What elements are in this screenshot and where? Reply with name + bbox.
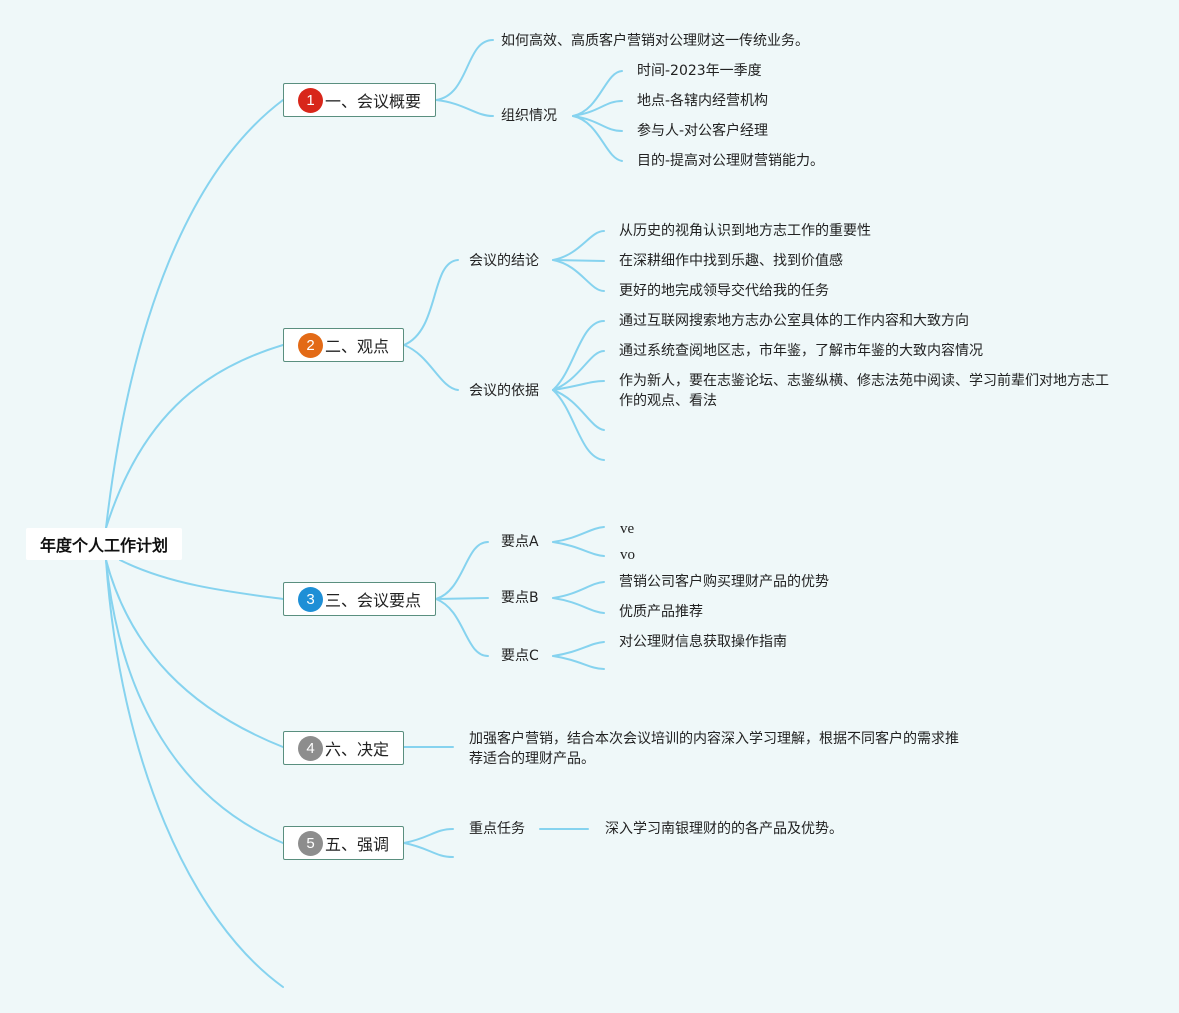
leaf-item[interactable]: 从历史的视角认识到地方志工作的重要性 [619, 223, 871, 239]
link-b2-c2 [403, 344, 459, 391]
subtopic-item[interactable]: 重点任务 [469, 821, 525, 837]
leaf-item[interactable]: 优质产品推荐 [619, 604, 703, 620]
subtopic-item[interactable]: 要点C [501, 648, 539, 664]
branch-label: 二、观点 [325, 337, 390, 356]
link-org-2 [572, 100, 623, 117]
number-badge-icon: 3 [298, 586, 323, 612]
branch-topic-1[interactable]: 1 一、会议概要 [283, 83, 436, 117]
link-concl-3 [552, 259, 605, 292]
link-root-b2 [105, 344, 284, 529]
subtopic-item[interactable]: 要点B [501, 590, 539, 606]
subtopic-item[interactable]: 会议的结论 [469, 253, 539, 269]
leaf-item[interactable]: ve [620, 521, 635, 537]
leaf-item[interactable]: vo [620, 547, 635, 563]
number-badge-icon: 2 [298, 332, 323, 358]
link-b5-c2 [403, 842, 454, 858]
leaf-item[interactable]: 作为新人，要在志鉴论坛、志鉴纵横、修志法苑中阅读、学习前辈们对地方志工作的观点、… [619, 373, 1109, 409]
link-a-1 [552, 526, 605, 543]
leaf-item[interactable]: 深入学习南银理财的的各产品及优势。 [605, 821, 843, 837]
leaf-item[interactable]: 对公理财信息获取操作指南 [619, 634, 787, 650]
root-title: 年度个人工作计划 [39, 536, 168, 555]
branch-label: 六、决定 [325, 740, 390, 759]
link-c-2 [552, 655, 605, 670]
link-basis-4 [552, 389, 605, 431]
leaf-item[interactable]: 地点-各辖内经营机构 [637, 93, 769, 109]
branch-label: 一、会议概要 [325, 92, 422, 111]
subtopic-item[interactable]: 会议的依据 [469, 383, 539, 399]
link-basis-5 [552, 389, 605, 461]
subtopic-item[interactable]: 要点A [501, 534, 539, 550]
number-badge-icon: 1 [298, 87, 323, 113]
link-basis-1 [552, 320, 605, 391]
branch-topic-2[interactable]: 2 二、观点 [283, 328, 404, 362]
leaf-item[interactable]: 时间-2023年一季度 [637, 63, 762, 79]
link-org-1 [572, 70, 623, 117]
link-a-2 [552, 541, 605, 557]
link-b-2 [552, 597, 605, 614]
link-org-4 [572, 115, 623, 162]
link-root-extra [105, 559, 284, 988]
leaf-item[interactable]: 通过互联网搜索地方志办公室具体的工作内容和大致方向 [619, 313, 969, 329]
link-b3-c3 [435, 598, 489, 657]
link-b1-c1 [435, 39, 494, 101]
link-b-1 [552, 581, 605, 599]
link-root-b3 [119, 559, 284, 600]
link-b3-c1 [435, 541, 489, 600]
link-root-b1 [105, 99, 284, 529]
link-concl-2 [552, 259, 605, 262]
branch-topic-5[interactable]: 5 五、强调 [283, 826, 404, 860]
branch-label: 五、强调 [325, 835, 390, 854]
number-badge-icon: 5 [298, 830, 323, 856]
link-b5-c1 [403, 828, 454, 844]
link-b1-c2 [435, 99, 494, 117]
leaf-item[interactable]: 营销公司客户购买理财产品的优势 [619, 574, 829, 590]
leaf-item[interactable]: 通过系统查阅地区志，市年鉴，了解市年鉴的大致内容情况 [619, 343, 983, 359]
branch-topic-3[interactable]: 3 三、会议要点 [283, 582, 436, 616]
root-topic[interactable]: 年度个人工作计划 [26, 528, 182, 560]
branch-topic-4[interactable]: 4 六、决定 [283, 731, 404, 765]
leaf-item[interactable]: 在深耕细作中找到乐趣、找到价值感 [619, 253, 843, 269]
link-b2-c1 [403, 259, 459, 346]
link-root-b5 [105, 559, 284, 844]
leaf-item[interactable]: 参与人-对公客户经理 [637, 123, 769, 139]
leaf-item[interactable]: 目的-提高对公理财营销能力。 [637, 153, 825, 169]
leaf-item[interactable]: 更好的地完成领导交代给我的任务 [619, 283, 829, 299]
number-badge-icon: 4 [298, 735, 323, 761]
link-basis-2 [552, 350, 605, 391]
link-c-1 [552, 641, 605, 657]
link-root-b4 [105, 559, 284, 748]
subtopic-item[interactable]: 组织情况 [501, 108, 557, 124]
subtopic-item[interactable]: 加强客户营销，结合本次会议培训的内容深入学习理解，根据不同客户的需求推荐适合的理… [469, 731, 959, 767]
link-b3-c2 [435, 597, 489, 600]
subtopic-item[interactable]: 如何高效、高质客户营销对公理财这一传统业务。 [501, 33, 809, 49]
link-concl-1 [552, 230, 605, 261]
link-basis-3 [552, 380, 605, 391]
branch-label: 三、会议要点 [325, 591, 422, 610]
